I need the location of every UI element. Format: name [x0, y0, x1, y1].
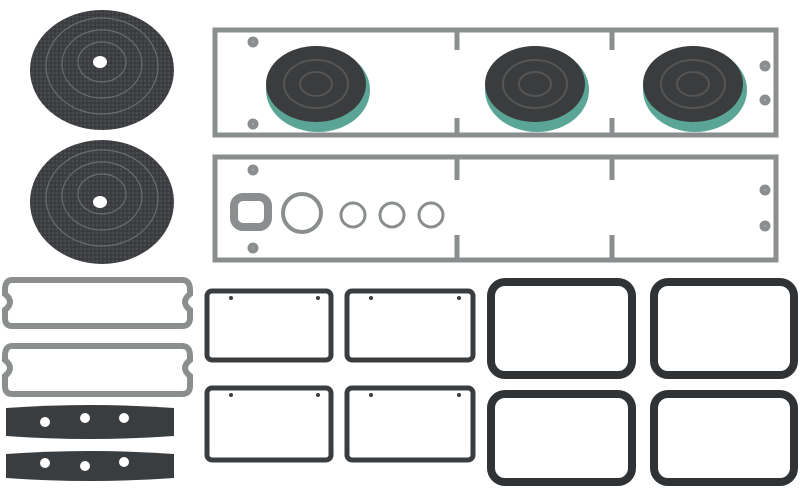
frame-gasket [212, 27, 779, 138]
rubber-pad [6, 405, 174, 439]
tape-roll [485, 46, 589, 132]
tape-roll [643, 46, 747, 132]
frame-gasket [212, 154, 779, 263]
tape-roll [266, 46, 370, 132]
gasket-tabs [229, 296, 461, 397]
thick-rect-gasket [487, 278, 798, 486]
thin-rect-gasket [204, 288, 476, 463]
ring-gasket [230, 192, 445, 234]
rubber-pad [6, 451, 174, 481]
lens-gasket [1, 277, 193, 397]
foam-roll [30, 10, 174, 130]
foam-roll [30, 140, 174, 264]
